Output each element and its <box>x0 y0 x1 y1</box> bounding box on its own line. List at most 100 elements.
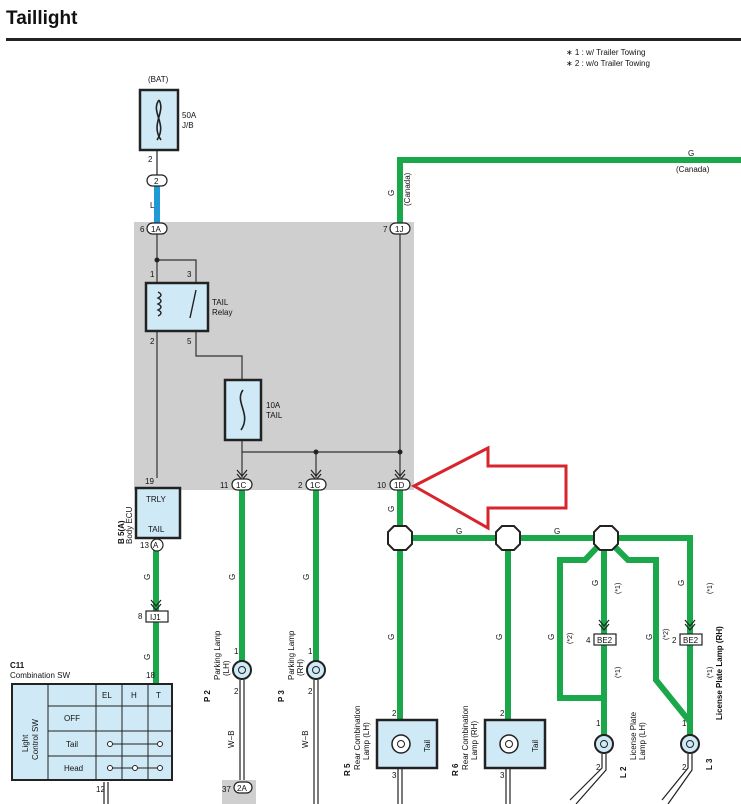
svg-text:(*1): (*1) <box>615 667 622 678</box>
svg-text:Tail: Tail <box>423 740 432 752</box>
connector-ij1 <box>145 610 169 623</box>
note-2: ∗ 2 : w/o Trailer Towing <box>566 59 650 68</box>
relay-type: Relay <box>212 308 232 317</box>
svg-text:G: G <box>495 634 504 640</box>
svg-text:(*1): (*1) <box>707 583 714 594</box>
svg-text:5: 5 <box>187 337 192 346</box>
wire-label-canada: (Canada) <box>676 165 710 174</box>
svg-text:10A: 10A <box>266 401 281 410</box>
connector-be2-right <box>679 633 703 646</box>
comb-sw-name: Combination SW <box>10 671 70 680</box>
svg-text:2: 2 <box>154 177 159 186</box>
svg-text:6: 6 <box>140 225 145 234</box>
connector-2 <box>146 174 168 187</box>
svg-text:2: 2 <box>308 687 313 696</box>
svg-text:(RH): (RH) <box>296 659 305 676</box>
svg-text:1J: 1J <box>395 225 403 234</box>
svg-text:G: G <box>387 190 396 196</box>
svg-text:1D: 1D <box>394 481 404 490</box>
svg-text:13: 13 <box>140 541 149 550</box>
svg-text:Rear Combination: Rear Combination <box>353 706 362 770</box>
svg-text:G: G <box>591 580 600 586</box>
svg-text:W−B: W−B <box>227 730 236 748</box>
svg-text:1: 1 <box>150 270 155 279</box>
connector-be2-left <box>593 633 617 646</box>
svg-text:G: G <box>302 574 311 580</box>
svg-text:OFF: OFF <box>64 714 80 723</box>
svg-text:2: 2 <box>682 763 687 772</box>
svg-text:10: 10 <box>377 481 386 490</box>
body-ecu <box>134 486 182 540</box>
svg-text:G: G <box>456 527 462 536</box>
svg-text:1C: 1C <box>236 481 246 490</box>
wire-label-l: L <box>150 201 155 210</box>
svg-text:7: 7 <box>383 225 388 234</box>
svg-text:Parking Lamp: Parking Lamp <box>213 630 222 680</box>
license-plate-lamp-lh <box>594 734 614 754</box>
parking-lh-ref: P 2 <box>203 690 212 702</box>
svg-text:Light: Light <box>21 734 30 752</box>
wire-canada <box>397 157 741 231</box>
rear-lh-ref: R 5 <box>343 763 352 776</box>
note-1: ∗ 1 : w/ Trailer Towing <box>566 48 645 57</box>
connector-2a <box>233 781 253 794</box>
svg-text:3: 3 <box>187 270 192 279</box>
svg-text:G: G <box>677 580 686 586</box>
svg-text:G: G <box>645 634 654 640</box>
body-ecu-name: Body ECU <box>125 506 134 544</box>
svg-text:1: 1 <box>308 647 313 656</box>
svg-text:H: H <box>131 691 137 700</box>
title-rule <box>6 38 741 41</box>
svg-text:G: G <box>547 634 556 640</box>
svg-text:Head: Head <box>64 764 83 773</box>
svg-text:1: 1 <box>234 647 239 656</box>
body-ecu-trly: TRLY <box>146 495 167 504</box>
svg-text:G: G <box>387 634 396 640</box>
fuse-50a-rating: 50A <box>182 111 197 120</box>
svg-text:Tail: Tail <box>66 740 78 749</box>
svg-text:License Plate: License Plate <box>629 711 638 760</box>
svg-text:8: 8 <box>138 612 143 621</box>
svg-text:2A: 2A <box>237 784 247 793</box>
svg-text:(LH): (LH) <box>222 660 231 676</box>
fuse-50a-location: J/B <box>182 121 194 130</box>
parking-rh-ref: P 3 <box>277 690 286 702</box>
wire-label-canada-v: (Canada) <box>403 172 412 206</box>
svg-text:Lamp (RH): Lamp (RH) <box>470 721 479 760</box>
svg-text:G: G <box>554 527 560 536</box>
svg-text:G: G <box>688 149 694 158</box>
license-plate-lamp-rh <box>680 734 700 754</box>
svg-text:3: 3 <box>500 771 505 780</box>
svg-text:2: 2 <box>672 636 677 645</box>
ecu-internal-lines <box>156 234 401 478</box>
svg-text:2: 2 <box>596 763 601 772</box>
svg-text:1C: 1C <box>310 481 320 490</box>
svg-text:11: 11 <box>220 481 229 490</box>
wire-plate-lh-star2 <box>557 533 611 725</box>
svg-text:(*2): (*2) <box>567 633 574 644</box>
svg-text:Lamp (LH): Lamp (LH) <box>638 722 647 760</box>
svg-text:Parking Lamp: Parking Lamp <box>287 630 296 680</box>
svg-text:2: 2 <box>234 687 239 696</box>
svg-text:Lamp (LH): Lamp (LH) <box>362 722 371 760</box>
svg-text:18: 18 <box>146 671 155 680</box>
plate-rh-ref: L 3 <box>705 758 714 770</box>
svg-text:12: 12 <box>96 785 105 794</box>
svg-text:IJ1: IJ1 <box>150 613 161 622</box>
fuse-50a <box>138 88 180 152</box>
svg-text:G: G <box>143 654 152 660</box>
svg-text:2: 2 <box>500 709 505 718</box>
svg-text:EL: EL <box>102 691 112 700</box>
parking-lamp-lh <box>232 660 252 680</box>
svg-text:2: 2 <box>148 155 153 164</box>
svg-text:3: 3 <box>392 771 397 780</box>
svg-text:(*1): (*1) <box>615 583 622 594</box>
tail-relay <box>144 281 210 333</box>
svg-text:T: T <box>156 691 161 700</box>
svg-text:1: 1 <box>596 719 601 728</box>
svg-text:4: 4 <box>586 636 591 645</box>
connector-1j <box>389 222 411 235</box>
body-ecu-tail: TAIL <box>148 525 165 534</box>
rear-rh-ref: R 6 <box>451 763 460 776</box>
relay-name: TAIL <box>212 298 229 307</box>
